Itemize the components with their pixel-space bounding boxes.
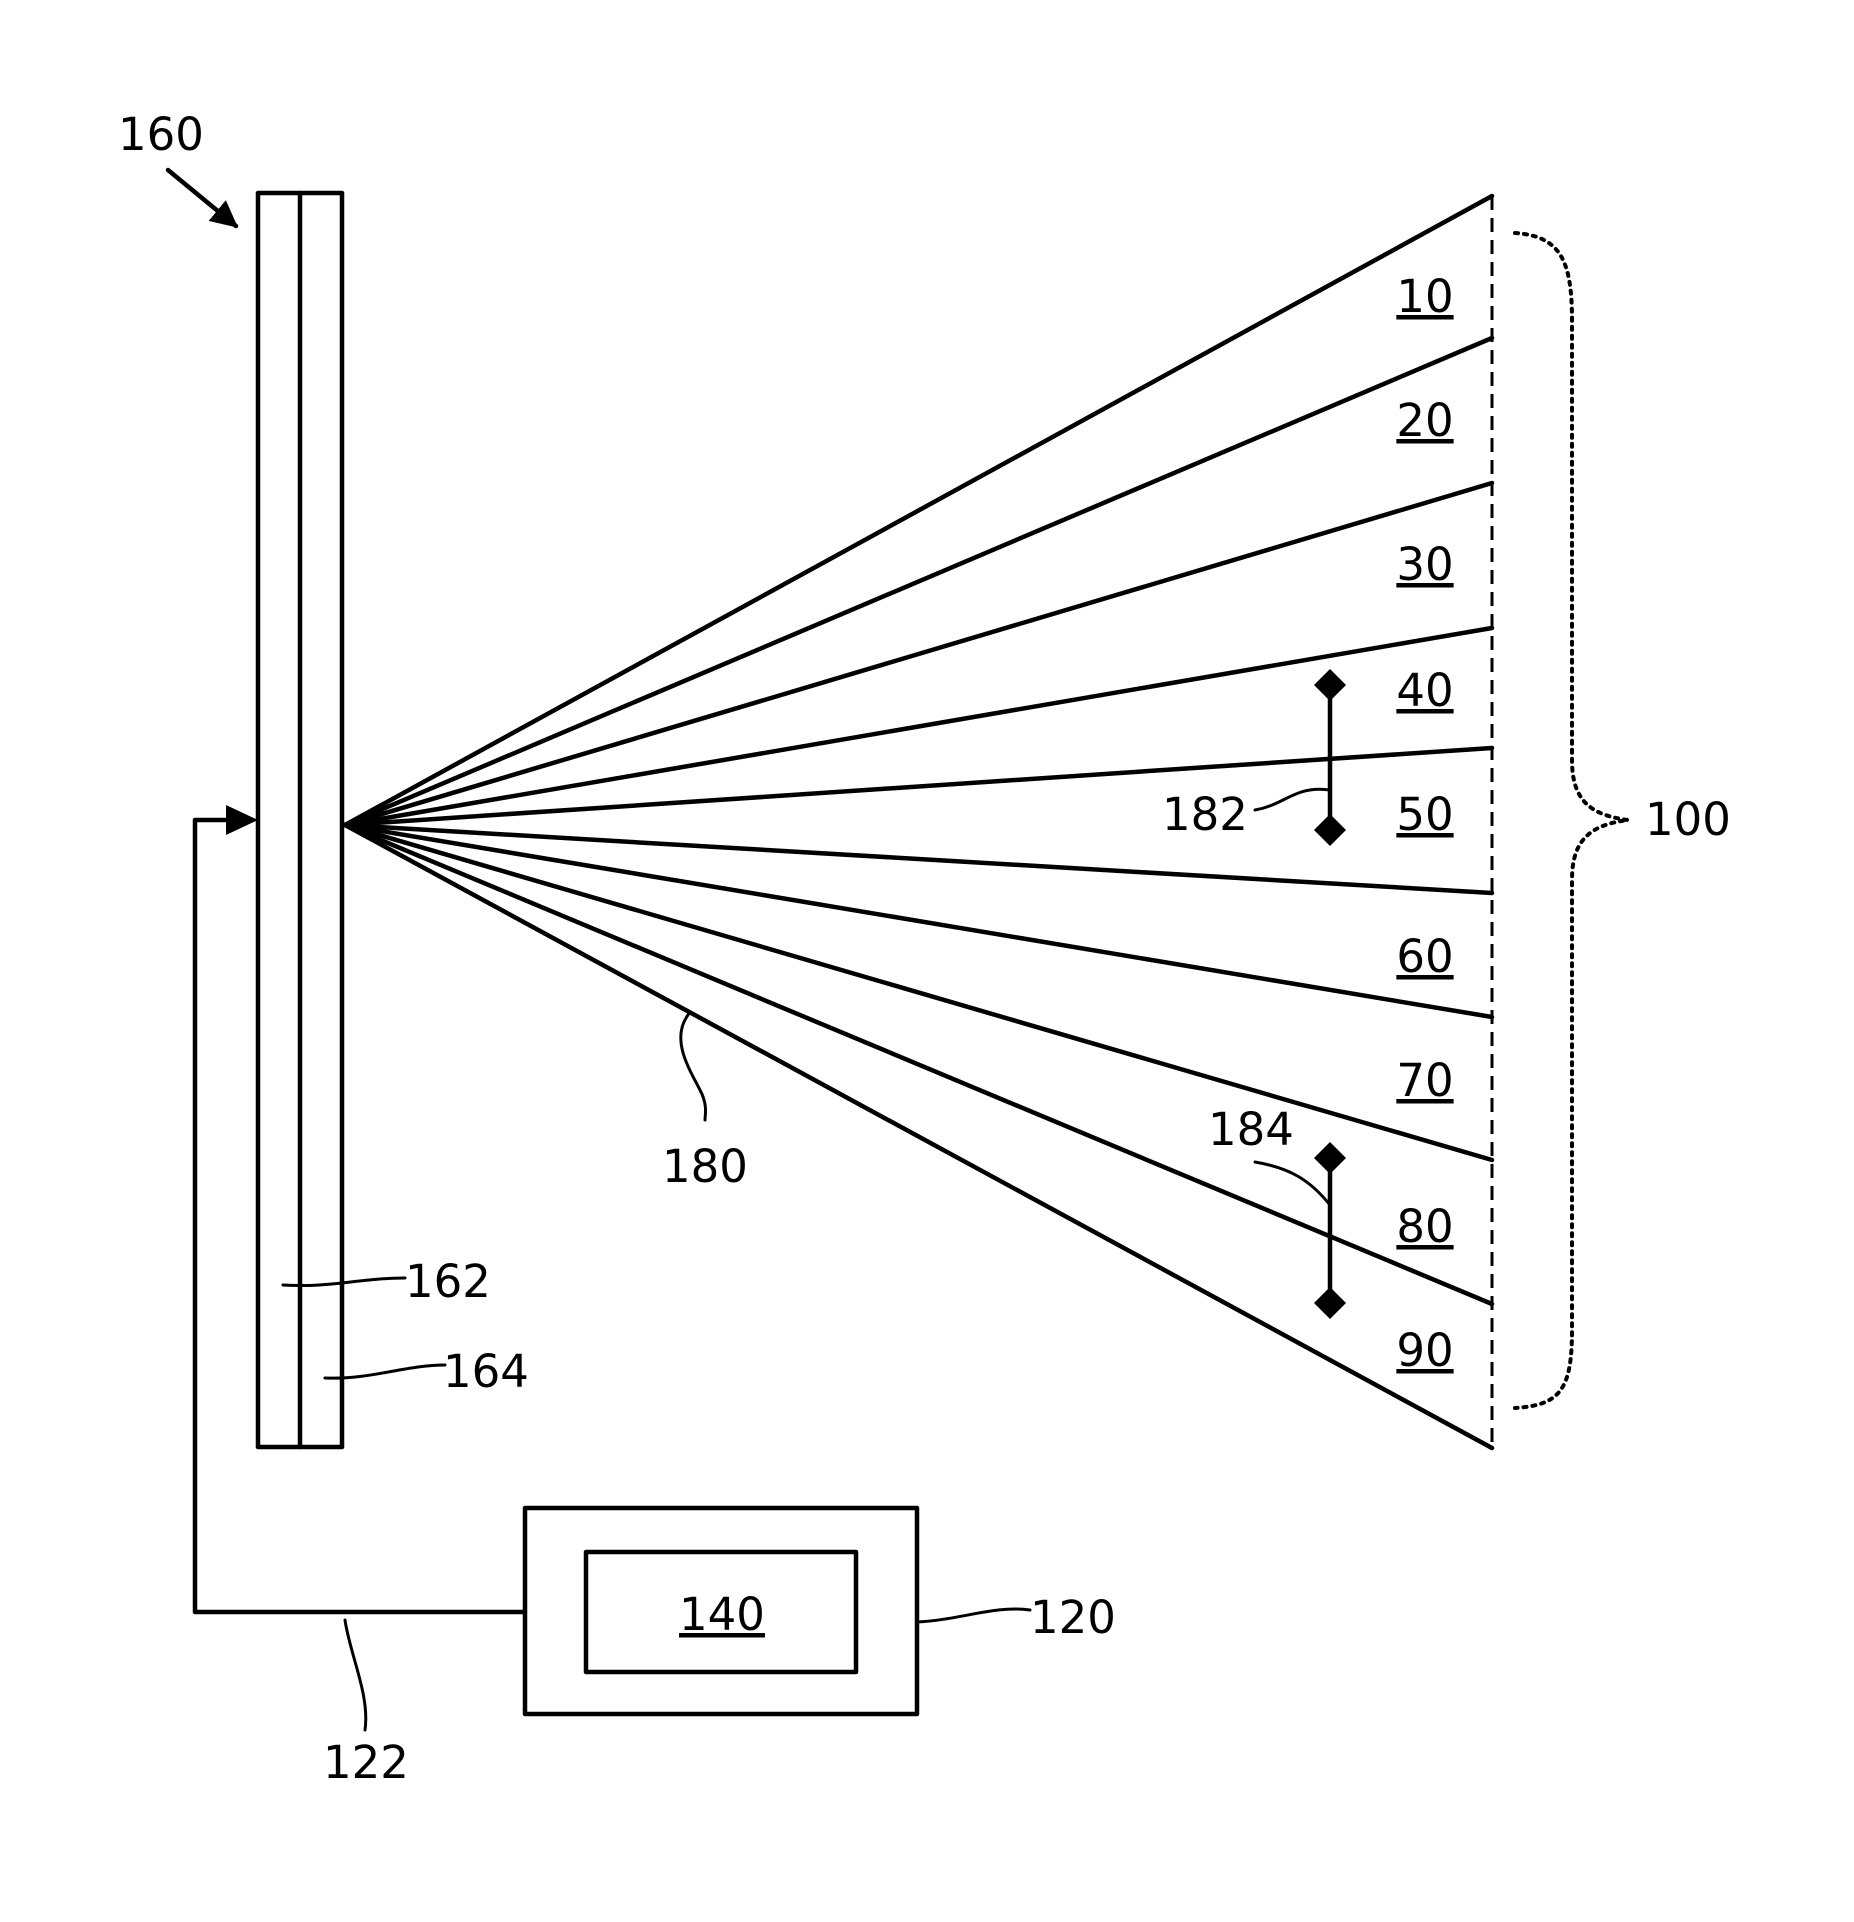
beam-line-1 (345, 196, 1492, 825)
segment-label-30: 30 (1396, 538, 1453, 591)
segment-label-60: 60 (1396, 930, 1453, 983)
beam-line-3 (345, 483, 1492, 825)
segment-labels: 10 20 30 40 50 60 70 80 90 (1396, 270, 1453, 1377)
marker-182-bottom-diamond (1314, 814, 1346, 846)
link-label: 122 (323, 1736, 409, 1789)
controller-label: 120 (1030, 1591, 1116, 1644)
segment-label-70: 70 (1396, 1054, 1453, 1107)
marker-182-top-diamond (1314, 669, 1346, 701)
beam-line-8 (345, 825, 1492, 1160)
layer-162-label: 162 (405, 1255, 491, 1308)
array-pointer-arrow (168, 170, 236, 226)
marker-182-leader (1255, 789, 1330, 810)
beam-line-2 (345, 338, 1492, 825)
transducer-array (258, 193, 342, 1447)
marker-182-label: 182 (1162, 788, 1248, 841)
controller-120-leader (917, 1609, 1030, 1622)
beam-fan (345, 196, 1492, 1448)
beam-line-4 (345, 628, 1492, 825)
beam-180-leader (681, 1015, 706, 1120)
link-122-leader (345, 1620, 366, 1730)
beam-line-9 (345, 825, 1492, 1304)
segment-label-50: 50 (1396, 788, 1453, 841)
layer-164-label: 164 (443, 1345, 529, 1398)
beam-label: 180 (662, 1140, 748, 1193)
array-label: 160 (118, 108, 204, 161)
region-brace (1515, 233, 1628, 1408)
marker-184-top-diamond (1314, 1142, 1346, 1174)
segment-label-90: 90 (1396, 1324, 1453, 1377)
segment-label-10: 10 (1396, 270, 1453, 323)
segment-label-80: 80 (1396, 1200, 1453, 1253)
marker-184-label: 184 (1208, 1103, 1294, 1156)
processor-label: 140 (679, 1588, 765, 1641)
beam-line-5 (345, 748, 1492, 825)
marker-184-bottom-diamond (1314, 1287, 1346, 1319)
marker-184 (1255, 1142, 1346, 1319)
region-label: 100 (1645, 793, 1731, 846)
segment-label-20: 20 (1396, 394, 1453, 447)
signal-arrow-head (226, 805, 258, 835)
signal-line (195, 820, 525, 1612)
marker-184-leader (1255, 1162, 1330, 1205)
segment-label-40: 40 (1396, 664, 1453, 717)
